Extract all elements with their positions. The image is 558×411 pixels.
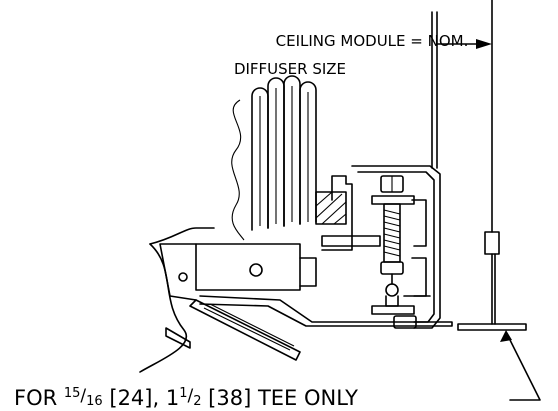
- leader-arrowhead: [500, 330, 512, 342]
- outer-edge-curve: [149, 227, 215, 245]
- bottom-washer: [371, 305, 415, 315]
- blade-track: [199, 295, 453, 327]
- pivot-hole: [178, 272, 188, 282]
- ceiling-module-label-line1: CEILING MODULE = NOM.: [276, 32, 469, 50]
- callout-middle: [24], 1: [103, 386, 180, 410]
- callout-prefix: FOR: [14, 386, 64, 410]
- tee-flange: [457, 323, 527, 331]
- callout-leader: [507, 335, 541, 401]
- fraction2-slash: /: [187, 386, 193, 406]
- ball-joint: [385, 283, 399, 297]
- lower-nut: [380, 261, 404, 275]
- threaded-rod: [383, 203, 401, 263]
- callout-suffix: [38] TEE ONLY: [202, 386, 359, 410]
- fraction-slash: /: [80, 386, 86, 406]
- fraction-denominator: 16: [86, 394, 103, 409]
- gasket: [315, 191, 347, 225]
- bolt-foot: [385, 295, 399, 307]
- diffuser-face: [139, 227, 453, 373]
- fraction2-numerator: 1: [179, 386, 187, 401]
- housing-channel: [321, 175, 353, 251]
- tee-frame: [351, 165, 441, 329]
- vane-blade: [189, 299, 301, 361]
- dimension-arrowhead: [476, 39, 492, 49]
- face-box: [195, 243, 301, 291]
- face-tab: [299, 257, 317, 287]
- corrugated-core: [251, 75, 317, 231]
- ceiling-tee: [457, 231, 527, 331]
- housing-flange: [321, 235, 381, 247]
- lower-break-line: [139, 243, 188, 373]
- ceiling-module-label-line2: DIFFUSER SIZE: [234, 60, 346, 78]
- fraction-numerator: 15: [64, 386, 81, 401]
- screw-hole: [249, 263, 263, 277]
- tee-only-callout: FOR 15/16 [24], 11/2 [38] TEE ONLY: [14, 386, 358, 410]
- hanger-bolt: [371, 175, 417, 329]
- washer: [371, 195, 415, 205]
- ceiling-module-dimension: CEILING MODULE = NOM. DIFFUSER SIZE: [234, 0, 493, 233]
- vane-tip: [165, 327, 191, 349]
- break-line: [231, 99, 245, 241]
- tee-bulb: [484, 231, 500, 255]
- fraction2-denominator: 2: [193, 394, 201, 409]
